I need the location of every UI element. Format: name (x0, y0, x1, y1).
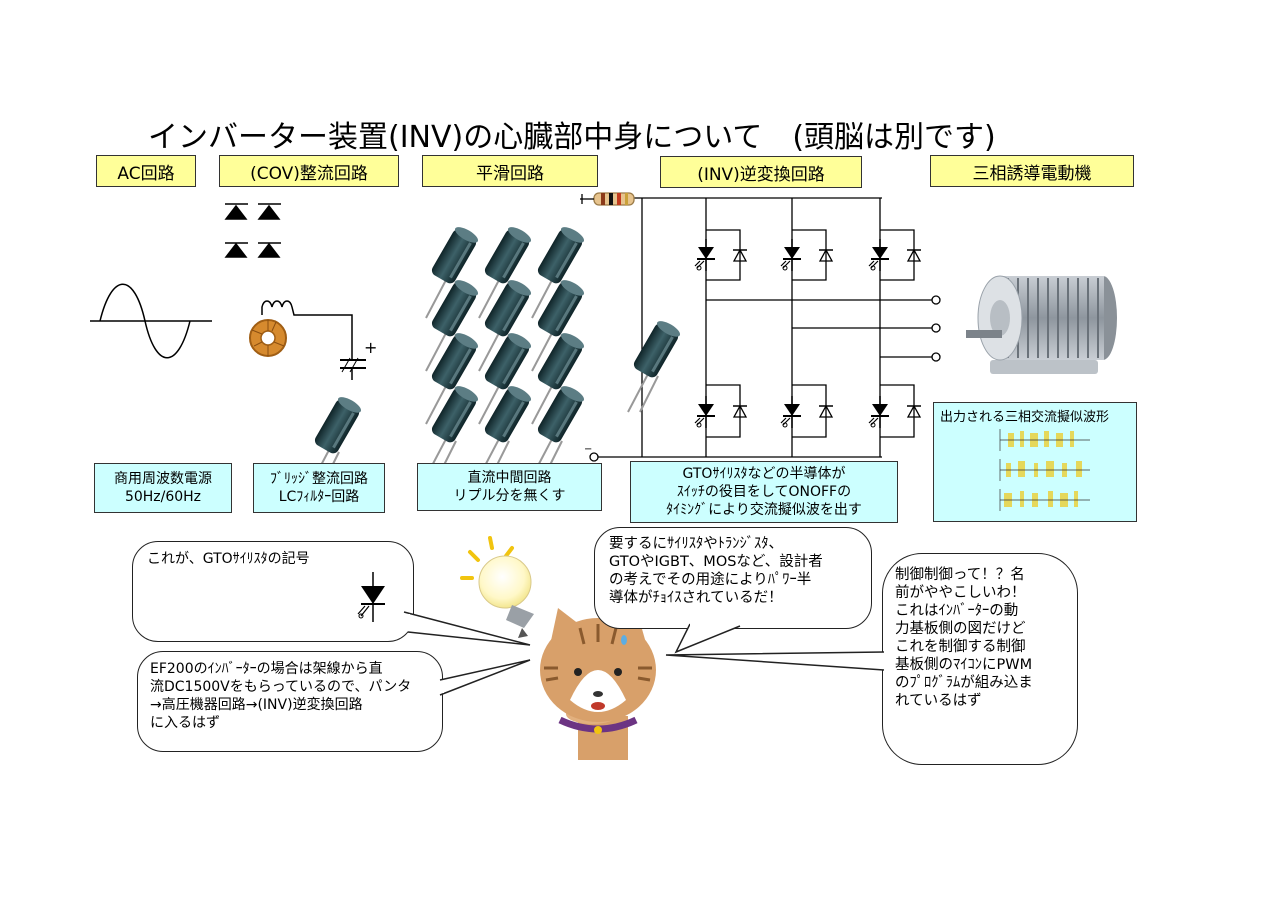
bubble-control: 制御制御って！？名 前がややこしいわ！ これはｲﾝﾊﾞｰﾀｰの動 力基板側の図だ… (882, 553, 1078, 765)
caption-rectifier: ﾌﾞﾘｯｼﾞ整流回路 LCﾌｨﾙﾀｰ回路 (253, 463, 385, 513)
lc-filter: + (249, 300, 377, 380)
motor-image (966, 275, 1117, 374)
waveform-panel-title: 出力される三相交流擬似波形 (940, 410, 1110, 425)
label-smoothing-circuit: 平滑回路 (422, 155, 598, 187)
label-rectifier-circuit: (COV)整流回路 (219, 155, 399, 187)
caption-ac: 商用周波数電源 50Hz/60Hz (94, 463, 232, 513)
bubble-gto-symbol: これが、GTOｻｲﾘｽﾀの記号 (132, 541, 414, 642)
caption-smoothing: 直流中間回路 リプル分を無くす (417, 463, 602, 511)
bubble-semiconductor: 要するにｻｲﾘｽﾀやﾄﾗﾝｼﾞｽﾀ、 GTOやIGBT、MOSなど、設計者 の考… (594, 527, 872, 629)
inverter-dc-capacitor (627, 317, 684, 413)
caption-inverter: GTOｻｲﾘｽﾀなどの半導体が ｽｲｯﾁの役目をしてONOFFの ﾀｲﾐﾝｸﾞに… (630, 461, 898, 523)
three-phase-waveforms (999, 429, 1090, 511)
label-induction-motor: 三相誘導電動機 (930, 155, 1134, 187)
ac-sine-wave (90, 283, 212, 359)
bridge-rectifier-diodes (224, 203, 281, 258)
plus-sign: + (364, 338, 377, 357)
waveform-panel: 出力される三相交流擬似波形 (933, 402, 1137, 522)
page-title: インバーター装置(INV)の心臓部中身について (頭脳は別です) (148, 120, 996, 155)
label-inverter-circuit: (INV)逆変換回路 (660, 156, 862, 188)
bubble-ef200: EF200のｲﾝﾊﾞｰﾀｰの場合は架線から直 流DC1500Vをもらっているので… (137, 651, 443, 752)
minus-sign: − (584, 444, 592, 455)
smoothing-capacitor-bank (425, 223, 588, 478)
gto-switches (694, 239, 922, 428)
label-ac-circuit: AC回路 (96, 155, 196, 187)
gto-symbol-icon (357, 572, 385, 622)
lightbulb-icon (460, 536, 534, 638)
inverter-bridge: − (580, 192, 941, 462)
cat-character (540, 608, 656, 760)
